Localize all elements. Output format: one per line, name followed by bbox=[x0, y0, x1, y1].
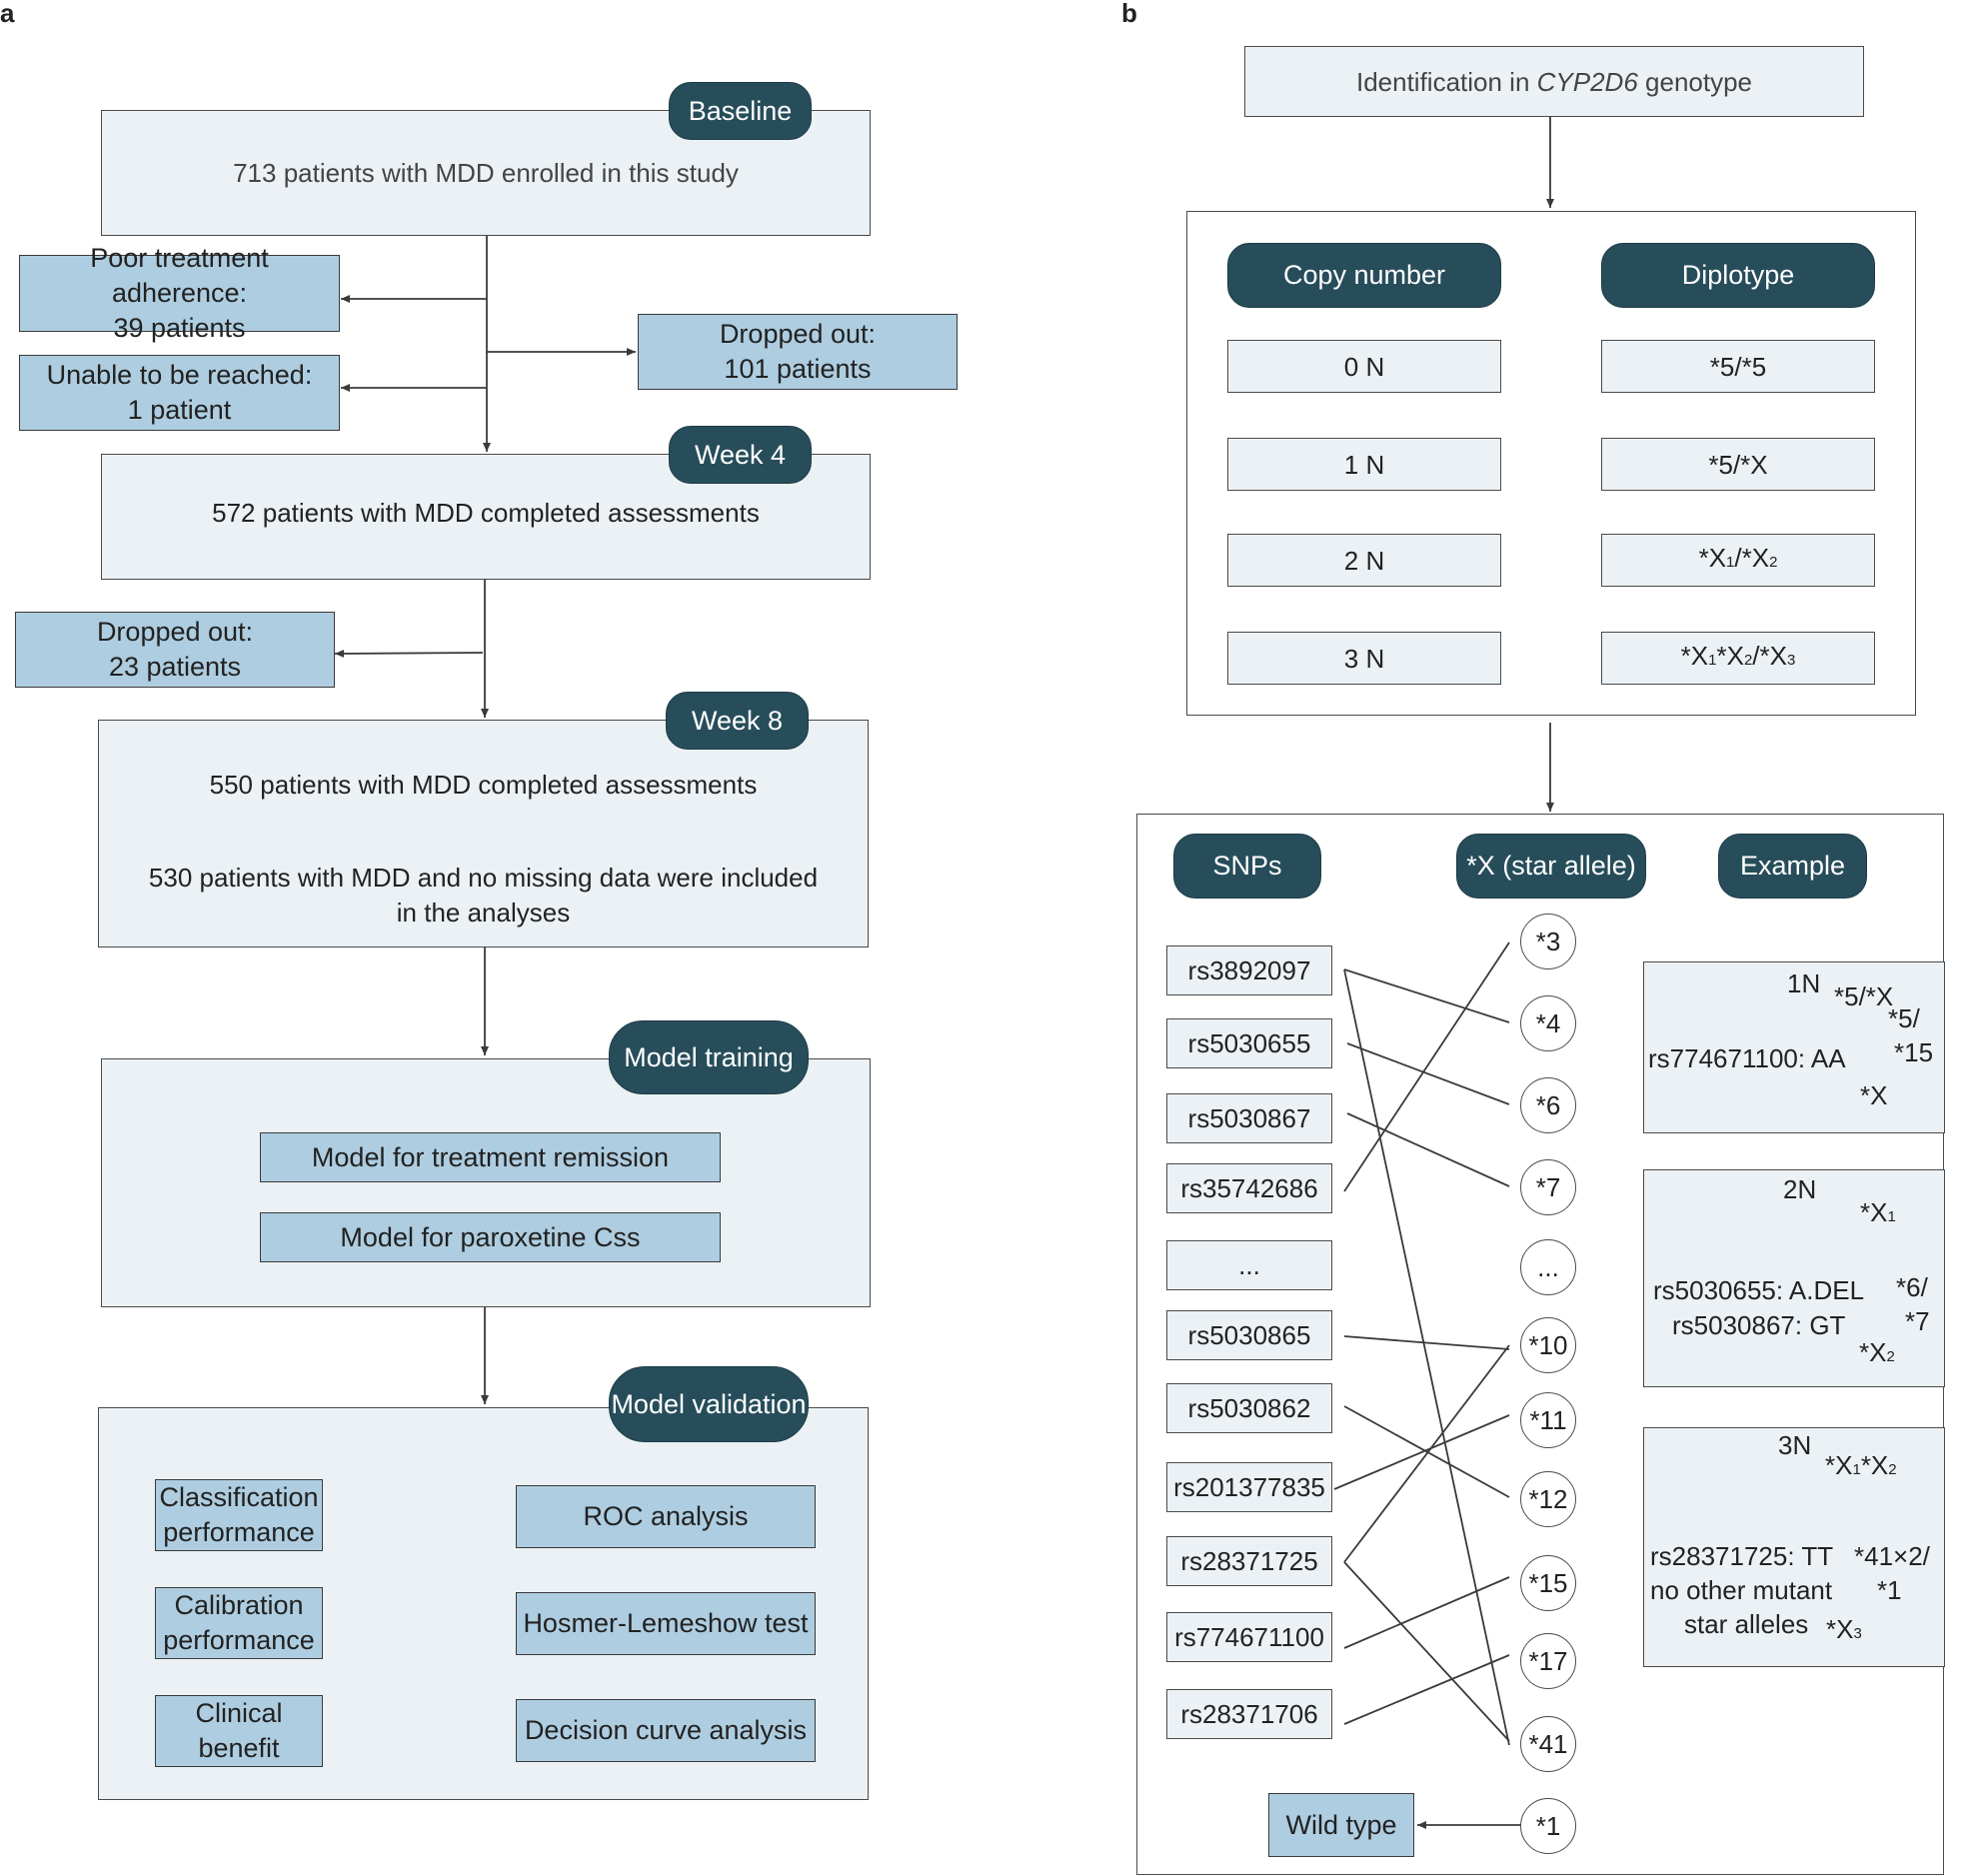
snp-item: rs201377835 bbox=[1166, 1462, 1332, 1512]
snp-item: rs5030867 bbox=[1166, 1093, 1332, 1143]
example-2n-snp-2: rs5030867: GT bbox=[1672, 1310, 1846, 1340]
identification-prefix: Identification in bbox=[1355, 66, 1537, 97]
example-3n-label: 3N bbox=[1778, 1430, 1812, 1460]
snp-item: rs28371725 bbox=[1166, 1536, 1332, 1586]
snp-item: rs5030865 bbox=[1166, 1310, 1332, 1360]
unreachable-box: Unable to be reached: 1 patient bbox=[19, 355, 340, 431]
clinical-box: Clinical benefit bbox=[155, 1695, 323, 1767]
snp-item: rs35742686 bbox=[1166, 1163, 1332, 1213]
example-2n-snp-1: rs5030655: A.DEL bbox=[1653, 1275, 1865, 1305]
example-3n-snp-2: no other mutant bbox=[1650, 1575, 1833, 1605]
panel-b-label: b bbox=[1121, 0, 1137, 28]
diplotype-1: *5/*X bbox=[1601, 438, 1875, 491]
copy-number-0: 0 N bbox=[1227, 340, 1501, 393]
identification-gene: CYP2D6 bbox=[1536, 66, 1638, 97]
allele-circle: *1 bbox=[1520, 1798, 1576, 1854]
completed-572-text: 572 patients with MDD completed assessme… bbox=[212, 498, 760, 528]
diplotype-2: *X1/*X2 bbox=[1601, 534, 1875, 587]
example-2n-top: *X1 bbox=[1860, 1197, 1896, 1227]
identification-suffix: genotype bbox=[1637, 66, 1753, 97]
allele-circle: *3 bbox=[1520, 914, 1576, 969]
stage-week4: Week 4 bbox=[669, 426, 812, 484]
diplotype-header: Diplotype bbox=[1601, 243, 1875, 308]
copy-number-1: 1 N bbox=[1227, 438, 1501, 491]
allele-circle: *15 bbox=[1520, 1555, 1576, 1611]
example-3n-result-1: *41×2/ bbox=[1854, 1541, 1930, 1571]
example-header: Example bbox=[1718, 834, 1867, 899]
stage-week8: Week 8 bbox=[666, 692, 809, 750]
example-2n-label: 2N bbox=[1783, 1174, 1817, 1204]
classification-box: Classification performance bbox=[155, 1479, 323, 1551]
example-1n-label: 1N bbox=[1787, 968, 1821, 998]
model-training-frame bbox=[101, 1058, 871, 1307]
snp-item: rs3892097 bbox=[1166, 945, 1332, 995]
example-1n-snp: rs774671100: AA bbox=[1648, 1043, 1846, 1073]
calibration-box: Calibration performance bbox=[155, 1587, 323, 1659]
allele-circle: *17 bbox=[1520, 1633, 1576, 1689]
allele-circle: *12 bbox=[1520, 1471, 1576, 1527]
roc-box: ROC analysis bbox=[516, 1485, 816, 1548]
snp-item: rs28371706 bbox=[1166, 1689, 1332, 1739]
example-3n-bottom: *X3 bbox=[1826, 1614, 1862, 1644]
poor-adherence-box: Poor treatment adherence: 39 patients bbox=[19, 243, 340, 343]
copy-number-2: 2 N bbox=[1227, 534, 1501, 587]
allele-circle: *4 bbox=[1520, 995, 1576, 1051]
allele-circle: *10 bbox=[1520, 1317, 1576, 1373]
model-css-box: Model for paroxetine Css bbox=[260, 1212, 721, 1262]
completed-550-text: 550 patients with MDD completed assessme… bbox=[209, 770, 758, 800]
example-1n-result-1: *5/ bbox=[1888, 1003, 1920, 1033]
wild-type-box: Wild type bbox=[1268, 1793, 1414, 1857]
allele-circle: *7 bbox=[1520, 1159, 1576, 1215]
example-3n-snp-3: star alleles bbox=[1684, 1609, 1809, 1639]
hosmer-box: Hosmer-Lemeshow test bbox=[516, 1592, 816, 1655]
diplotype-0: *5/*5 bbox=[1601, 340, 1875, 393]
example-3n-result-2: *1 bbox=[1877, 1575, 1902, 1605]
diplotype-3: *X1*X2/*X3 bbox=[1601, 632, 1875, 685]
snp-item: ... bbox=[1166, 1240, 1332, 1290]
example-3n-top: *X1*X2 bbox=[1825, 1450, 1897, 1480]
copy-number-header: Copy number bbox=[1227, 243, 1501, 308]
included-530-text: 530 patients with MDD and no missing dat… bbox=[148, 863, 819, 928]
allele-circle: *41 bbox=[1520, 1716, 1576, 1772]
example-1n-top: *5/*X bbox=[1834, 981, 1894, 1011]
snp-item: rs5030862 bbox=[1166, 1383, 1332, 1433]
enrolled-text: 713 patients with MDD enrolled in this s… bbox=[233, 158, 739, 188]
example-2n-box bbox=[1643, 1169, 1945, 1387]
stage-baseline: Baseline bbox=[669, 82, 812, 140]
snp-item: rs5030655 bbox=[1166, 1018, 1332, 1068]
dropped-101-box: Dropped out: 101 patients bbox=[638, 314, 958, 390]
example-2n-result-2: *7 bbox=[1905, 1306, 1930, 1336]
example-1n-box bbox=[1643, 961, 1945, 1133]
example-3n-box bbox=[1643, 1427, 1945, 1667]
dropped-23-box: Dropped out: 23 patients bbox=[15, 612, 335, 688]
snps-header: SNPs bbox=[1173, 834, 1321, 899]
stage-model-training: Model training bbox=[609, 1020, 809, 1094]
snp-item: rs774671100 bbox=[1166, 1612, 1332, 1662]
example-2n-result-1: *6/ bbox=[1896, 1272, 1928, 1302]
example-3n-snp-1: rs28371725: TT bbox=[1650, 1541, 1834, 1571]
allele-circle: *11 bbox=[1520, 1392, 1576, 1448]
stage-model-validation: Model validation bbox=[609, 1366, 809, 1442]
copy-number-3: 3 N bbox=[1227, 632, 1501, 685]
allele-circle: ... bbox=[1520, 1239, 1576, 1295]
identification-box: Identification in CYP2D6 genotype bbox=[1244, 46, 1864, 117]
decision-box: Decision curve analysis bbox=[516, 1699, 816, 1762]
allele-circle: *6 bbox=[1520, 1077, 1576, 1133]
example-2n-bottom: *X2 bbox=[1859, 1337, 1895, 1367]
example-1n-bottom: *X bbox=[1860, 1080, 1888, 1110]
panel-a-label: a bbox=[0, 0, 15, 28]
star-allele-header: *X (star allele) bbox=[1456, 834, 1646, 899]
model-remission-box: Model for treatment remission bbox=[260, 1132, 721, 1182]
example-1n-result-2: *15 bbox=[1894, 1037, 1934, 1067]
week8-box: 550 patients with MDD completed assessme… bbox=[98, 720, 869, 947]
